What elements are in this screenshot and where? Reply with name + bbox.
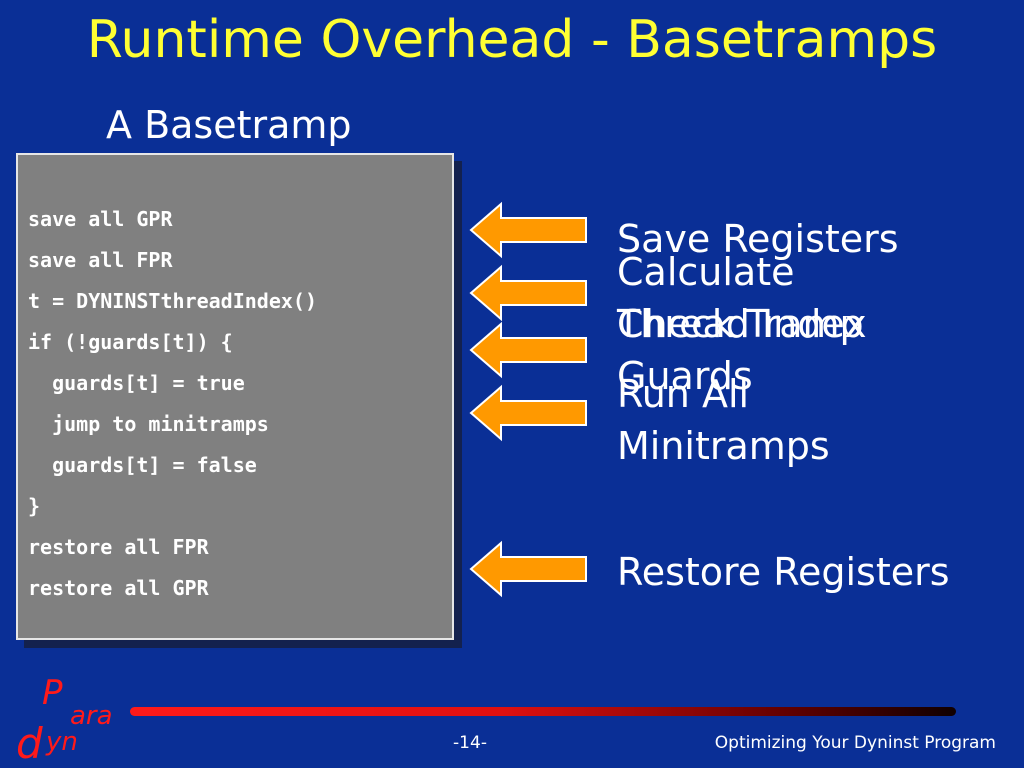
annotation-save-registers: Save Registers: [617, 217, 899, 261]
code-line: save all GPR: [28, 207, 173, 231]
left-arrow-icon: [469, 384, 587, 442]
annotation-calculate-thread-index: Calculate Thread Index: [617, 250, 867, 346]
svg-text:d: d: [16, 719, 43, 762]
slide-subtitle: A Basetramp: [106, 103, 352, 147]
code-line: guards[t] = true: [28, 371, 245, 395]
code-box: save all GPR save all FPR t = DYNINSTthr…: [16, 153, 454, 640]
annotation-restore-registers: Restore Registers: [617, 550, 950, 594]
footer-title: Optimizing Your Dyninst Program: [714, 733, 996, 753]
paradyn-logo: P d ara yn: [16, 676, 113, 762]
code-line: restore all GPR: [28, 576, 209, 600]
code-line: t = DYNINSTthreadIndex(): [28, 289, 317, 313]
left-arrow-icon: [469, 321, 587, 379]
left-arrow-icon: [469, 201, 587, 259]
code-line: guards[t] = false: [28, 453, 257, 477]
annotation-run-all-minitramps: Run All Minitramps: [617, 372, 830, 468]
code-line: jump to minitramps: [28, 412, 269, 436]
code-line: }: [28, 494, 41, 518]
page-title: Runtime Overhead - Basetramps: [86, 10, 938, 70]
code-line: save all FPR: [28, 248, 173, 272]
annotation-check-tramp-guards: Check Tramp Guards: [617, 302, 864, 398]
logo-text-top: ara: [70, 701, 113, 731]
left-arrow-icon: [469, 264, 587, 322]
logo-text-bottom: yn: [45, 727, 78, 757]
page-number: -14-: [453, 733, 487, 753]
svg-text:P: P: [42, 676, 63, 713]
left-arrow-icon: [469, 540, 587, 598]
footer-rule: [130, 707, 956, 716]
code-line: if (!guards[t]) {: [28, 330, 233, 354]
code-lines: save all GPR save all FPR t = DYNINSTthr…: [28, 199, 317, 609]
code-line: restore all FPR: [28, 535, 209, 559]
